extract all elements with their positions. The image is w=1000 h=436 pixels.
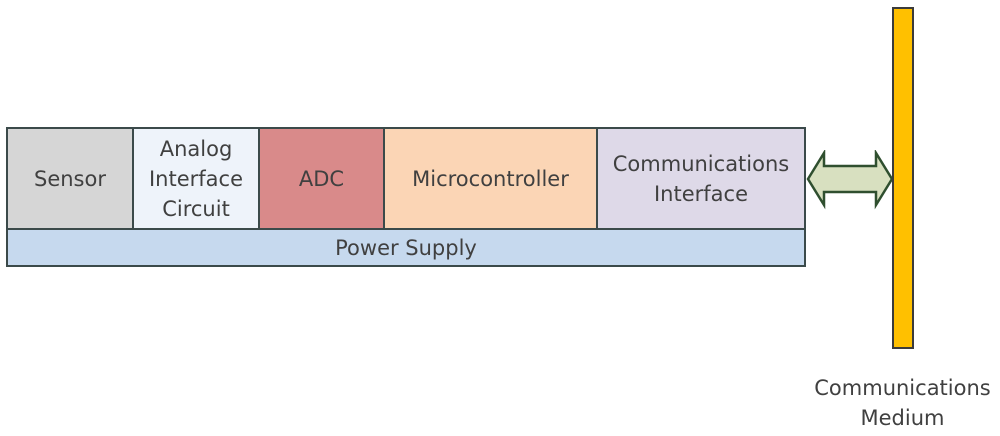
bidirectional-arrow bbox=[806, 150, 894, 210]
communications-medium-bar bbox=[892, 7, 914, 349]
sensor-block: Sensor bbox=[6, 127, 134, 230]
communications-interface-block: Communications Interface bbox=[596, 127, 806, 230]
power-supply-block: Power Supply bbox=[6, 228, 806, 267]
arrow-shape bbox=[806, 150, 894, 210]
adc-block: ADC bbox=[258, 127, 385, 230]
analog-interface-block: Analog Interface Circuit bbox=[132, 127, 260, 230]
communications-medium-label: Communications Medium bbox=[814, 376, 991, 430]
microcontroller-block: Microcontroller bbox=[383, 127, 598, 230]
